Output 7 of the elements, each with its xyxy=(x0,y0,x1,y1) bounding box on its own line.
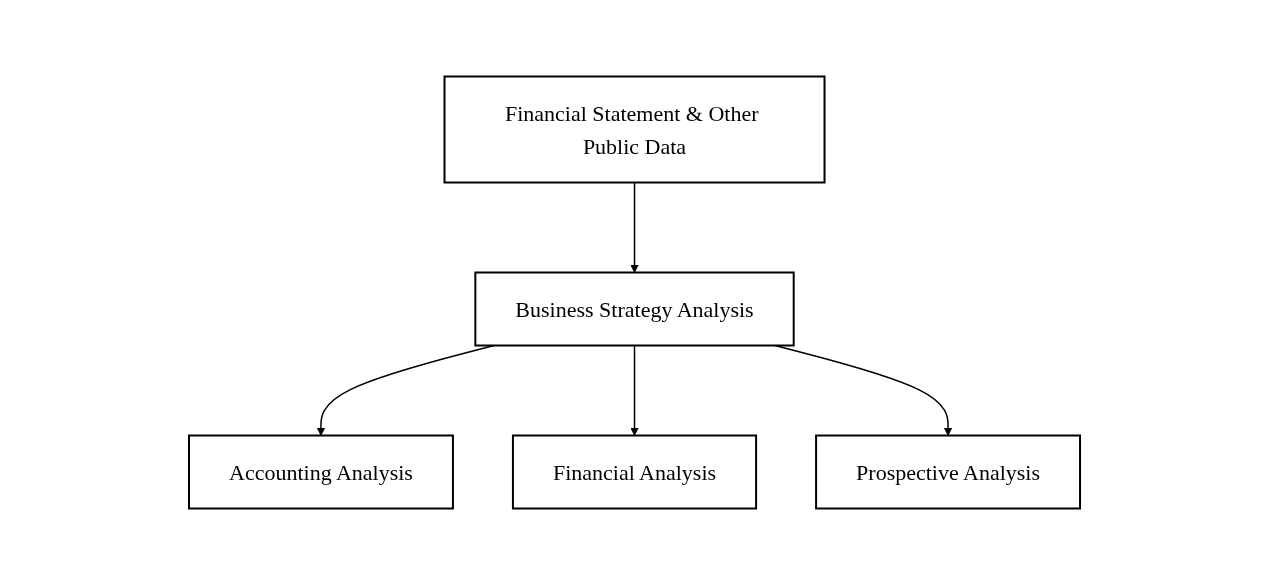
node-box: Prospective Analysis xyxy=(815,434,1081,510)
arrow xyxy=(630,181,639,273)
node-box: Accounting Analysis xyxy=(188,434,454,510)
node-box: Financial Analysis xyxy=(511,434,758,510)
arrow xyxy=(630,344,639,436)
node-box: Financial Statement & Other Public Data xyxy=(443,75,826,184)
node-box: Business Strategy Analysis xyxy=(474,271,795,347)
